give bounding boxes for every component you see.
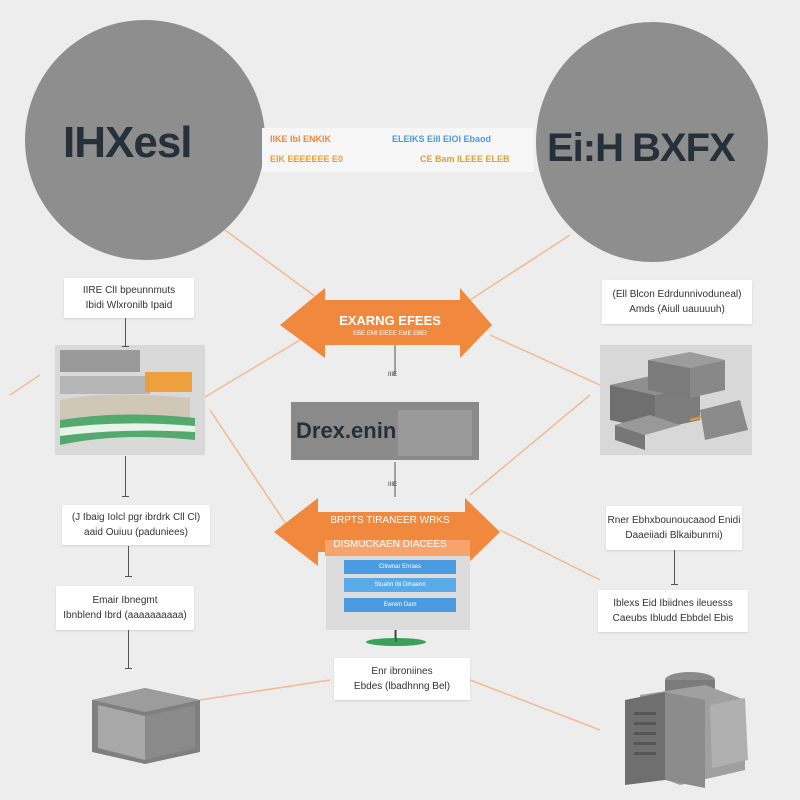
label-line: Enr ibroniines (371, 666, 433, 677)
label-right-bottom: Iblexs Eid Ibiidnes ileuesss Caeubs Iblu… (598, 590, 748, 632)
right-connector-1 (671, 550, 678, 585)
left-connector-3 (125, 546, 132, 577)
legend-row2-right: CE Bam ILEEE ELEB (420, 154, 510, 164)
connector-line (209, 409, 291, 531)
label-left-bottom: Emair Ibnegmt Ibnblend Ibrd (aaaaaaaaaa) (56, 586, 194, 630)
bottom-arrow-line2: DISMUCKAEN DIACEES (333, 539, 447, 550)
top-arrow-title: EXARNG EFEES (339, 313, 441, 328)
left-connector-1 (122, 318, 129, 347)
label-line: Iblexs Eid Ibiidnes ileuesss (613, 598, 733, 609)
bottom-arrow-line1: BRPTS TIRANEER WRKS (330, 515, 450, 526)
bottom-right-server-graphic (625, 672, 748, 788)
connector-line (469, 394, 591, 496)
label-line: (Ell Blcon Edrdunnivoduneal) (612, 289, 742, 300)
connector-line (224, 229, 321, 301)
label-right-top: (Ell Blcon Edrdunnivoduneal) Amds (Aiull… (602, 280, 752, 324)
left-connector-4 (125, 630, 132, 669)
connector-line (499, 529, 601, 581)
top-marker: IIIE (388, 372, 398, 378)
connector-line (9, 374, 41, 396)
left-circle (25, 20, 265, 260)
legend-strip (262, 128, 534, 172)
label-line: Ibnblend Ibrd (aaaaaaaaaa) (63, 610, 187, 621)
label-line: Amds (Aiull uauuuuh) (629, 304, 725, 315)
label-left-mid: (J Ibaig Iolcl pgr ibrdrk Cll Cl) aaid O… (62, 505, 210, 545)
label-line: Caeubs Ibludd Ebbdel Ebis (612, 613, 734, 624)
connector-line (489, 334, 601, 386)
mid-marker: IIIE (388, 482, 398, 488)
left-circle-title: IHXesl (63, 118, 193, 167)
right-circle-title-left: Ei:H (547, 126, 624, 170)
bottom-arrow-underbar (325, 540, 470, 556)
label-right-mid: Rner Ebhxbounoucaaod Enidi Daaeiiadi Blk… (606, 506, 742, 550)
right-circle-title-right: BXFX (632, 126, 736, 170)
top-arrow-shape (280, 288, 492, 358)
stack-bar: Ewrem Dam (344, 598, 456, 612)
label-line: IIRE ClI bpeunnmuts (82, 285, 176, 296)
center-box-label: Drex.enin (296, 418, 397, 443)
stack-bar: Citiwnar Enraes (344, 560, 456, 574)
right-circle (536, 22, 768, 262)
label-line: Ebdes (lbadhnng Bel) (353, 681, 451, 692)
legend-row2-left: EIK EEEEEEE E0 (270, 154, 344, 164)
center-box-inner-panel (398, 410, 472, 456)
label-center-bottom: Enr ibroniines Ebdes (lbadhnng Bel) (334, 658, 470, 700)
label-line: Emair Ibnegmt (92, 595, 158, 606)
left-connector-2 (122, 456, 129, 497)
connector-line (469, 679, 601, 731)
label-line: Ibidi Wlxronilb Ipaid (85, 300, 173, 311)
connector-line (469, 234, 571, 301)
label-line: Rner Ebhxbounoucaaod Enidi (607, 515, 741, 526)
stack-bar: Stuahn Ibi Dmaenn (344, 578, 456, 592)
connector-line (199, 679, 331, 701)
connector-line (199, 339, 301, 401)
right-boxes-graphic (600, 345, 752, 455)
label-line: aaid Ouiuu (paduniees) (84, 527, 188, 538)
left-layers-graphic (55, 345, 205, 455)
legend-row1-right: ELEIKS EiII EIOI Ebaod (392, 134, 492, 144)
label-left-top: IIRE ClI bpeunnmuts Ibidi Wlxronilb Ipai… (64, 278, 194, 318)
bottom-left-folder-graphic (92, 688, 200, 764)
top-arrow-subtitle: EBE EMI EIEEE EME EBEI (353, 331, 427, 337)
legend-row1-left: IIKE IbI ENKIK (270, 134, 332, 144)
label-line: Daaeiiadi Blkaibunrni) (625, 530, 723, 541)
label-line: (J Ibaig Iolcl pgr ibrdrk Cll Cl) (71, 512, 201, 523)
